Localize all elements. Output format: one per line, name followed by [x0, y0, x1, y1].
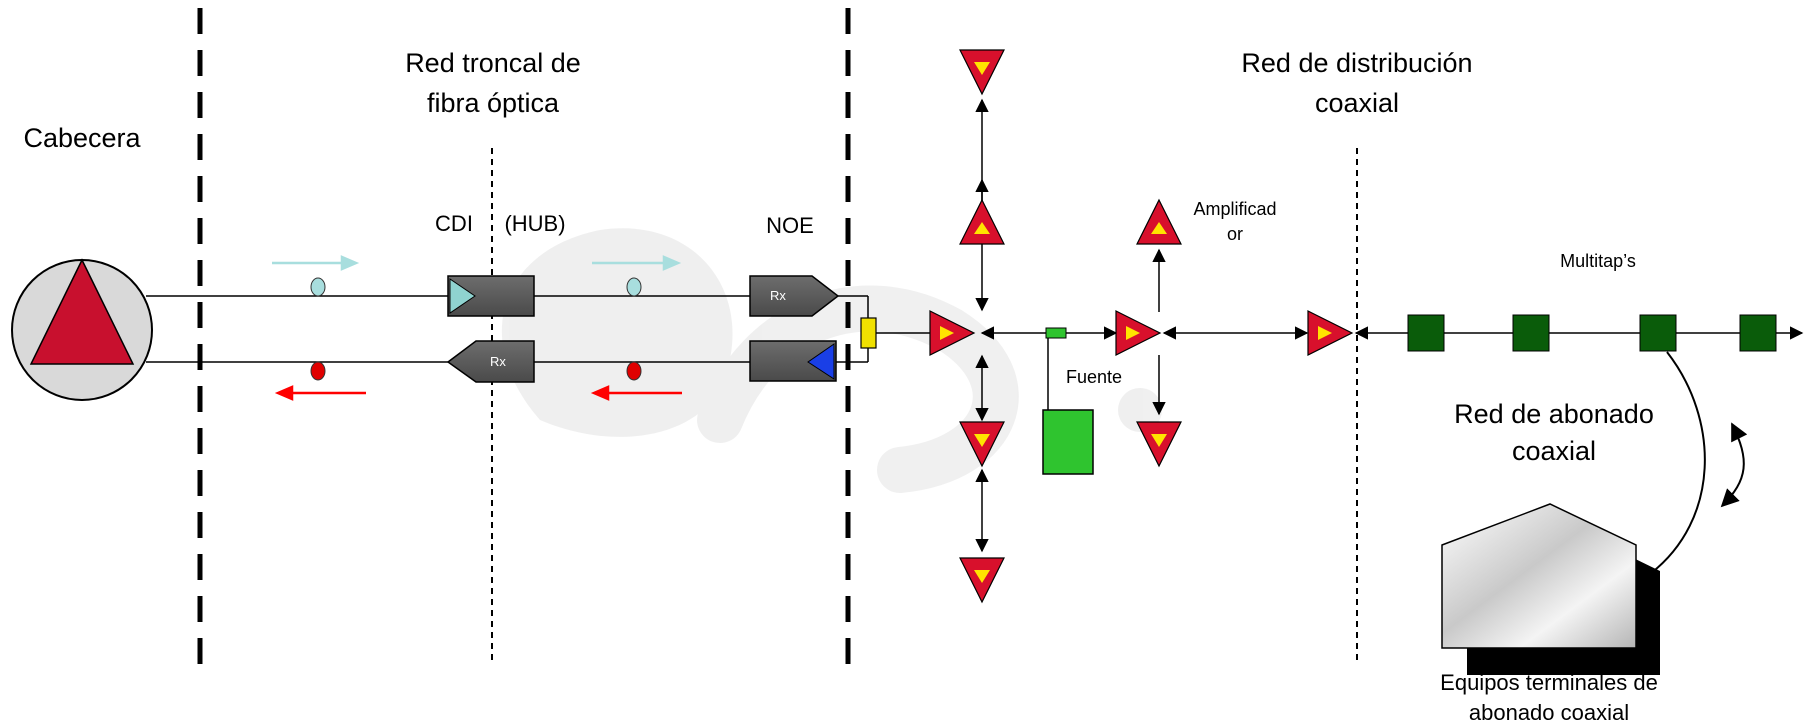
- multitap-box: [1739, 314, 1777, 352]
- distribution-network-title: Red de distribución: [1241, 48, 1472, 78]
- subscriber-terminal-house-icon: [1441, 503, 1660, 675]
- subscriber-network-title: coaxial: [1512, 436, 1596, 466]
- downstream-arrow: [592, 255, 682, 271]
- hub-label: (HUB): [504, 211, 565, 236]
- noe-label: NOE: [766, 213, 814, 238]
- amplifier-label: or: [1227, 224, 1243, 244]
- optical-node-connector: [860, 317, 877, 349]
- power-supply-box: [1042, 409, 1094, 475]
- cdi-label: CDI: [435, 211, 473, 236]
- noe-rx-label: Rx: [770, 288, 786, 303]
- amplifier-icon: [1136, 421, 1182, 467]
- multitap-box: [1407, 314, 1445, 352]
- line-extender-amplifier-icon: [1307, 310, 1353, 356]
- noe-receiver: Rx: [749, 275, 840, 317]
- power-inserter: [1045, 327, 1067, 339]
- multitap-box: [1639, 314, 1677, 352]
- bridger-amplifier-icon: [1115, 310, 1161, 356]
- downstream-arrow: [272, 255, 360, 271]
- multitaps-label: Multitap’s: [1560, 251, 1636, 271]
- upstream-signal-dot: [626, 361, 642, 381]
- upstream-arrow: [274, 385, 366, 401]
- subscriber-drop-cable: [1649, 351, 1706, 575]
- terminal-equipment-label: Equipos terminales de: [1440, 670, 1658, 695]
- headend-icon: [11, 258, 153, 401]
- bidirectional-arrow: [1720, 422, 1748, 508]
- upstream-arrow: [590, 385, 682, 401]
- hub-rx-label: Rx: [490, 354, 506, 369]
- distribution-network-title: coaxial: [1315, 88, 1399, 118]
- amplifier-icon: [959, 557, 1005, 603]
- terminal-equipment-label: abonado coaxial: [1469, 700, 1629, 725]
- amplifier-label: Amplificad: [1193, 199, 1276, 219]
- hub-receiver: Rx: [446, 340, 535, 383]
- amplifier-icon: [959, 49, 1005, 95]
- hub-transmitter: [447, 275, 535, 317]
- trunk-network-title: Red troncal de: [405, 48, 581, 78]
- power-supply-label: Fuente: [1066, 367, 1122, 387]
- downstream-signal-dot: [626, 277, 642, 297]
- noe-transmitter: [749, 340, 837, 382]
- downstream-signal-dot: [310, 277, 326, 297]
- trunk-network-title: fibra óptica: [427, 88, 560, 118]
- subscriber-network-title: Red de abonado: [1454, 399, 1654, 429]
- amplifier-icon: [959, 199, 1005, 245]
- amplifier-icon: [1136, 199, 1182, 245]
- upstream-signal-dot: [310, 361, 326, 381]
- multitap-box: [1512, 314, 1550, 352]
- headend-label: Cabecera: [23, 123, 141, 153]
